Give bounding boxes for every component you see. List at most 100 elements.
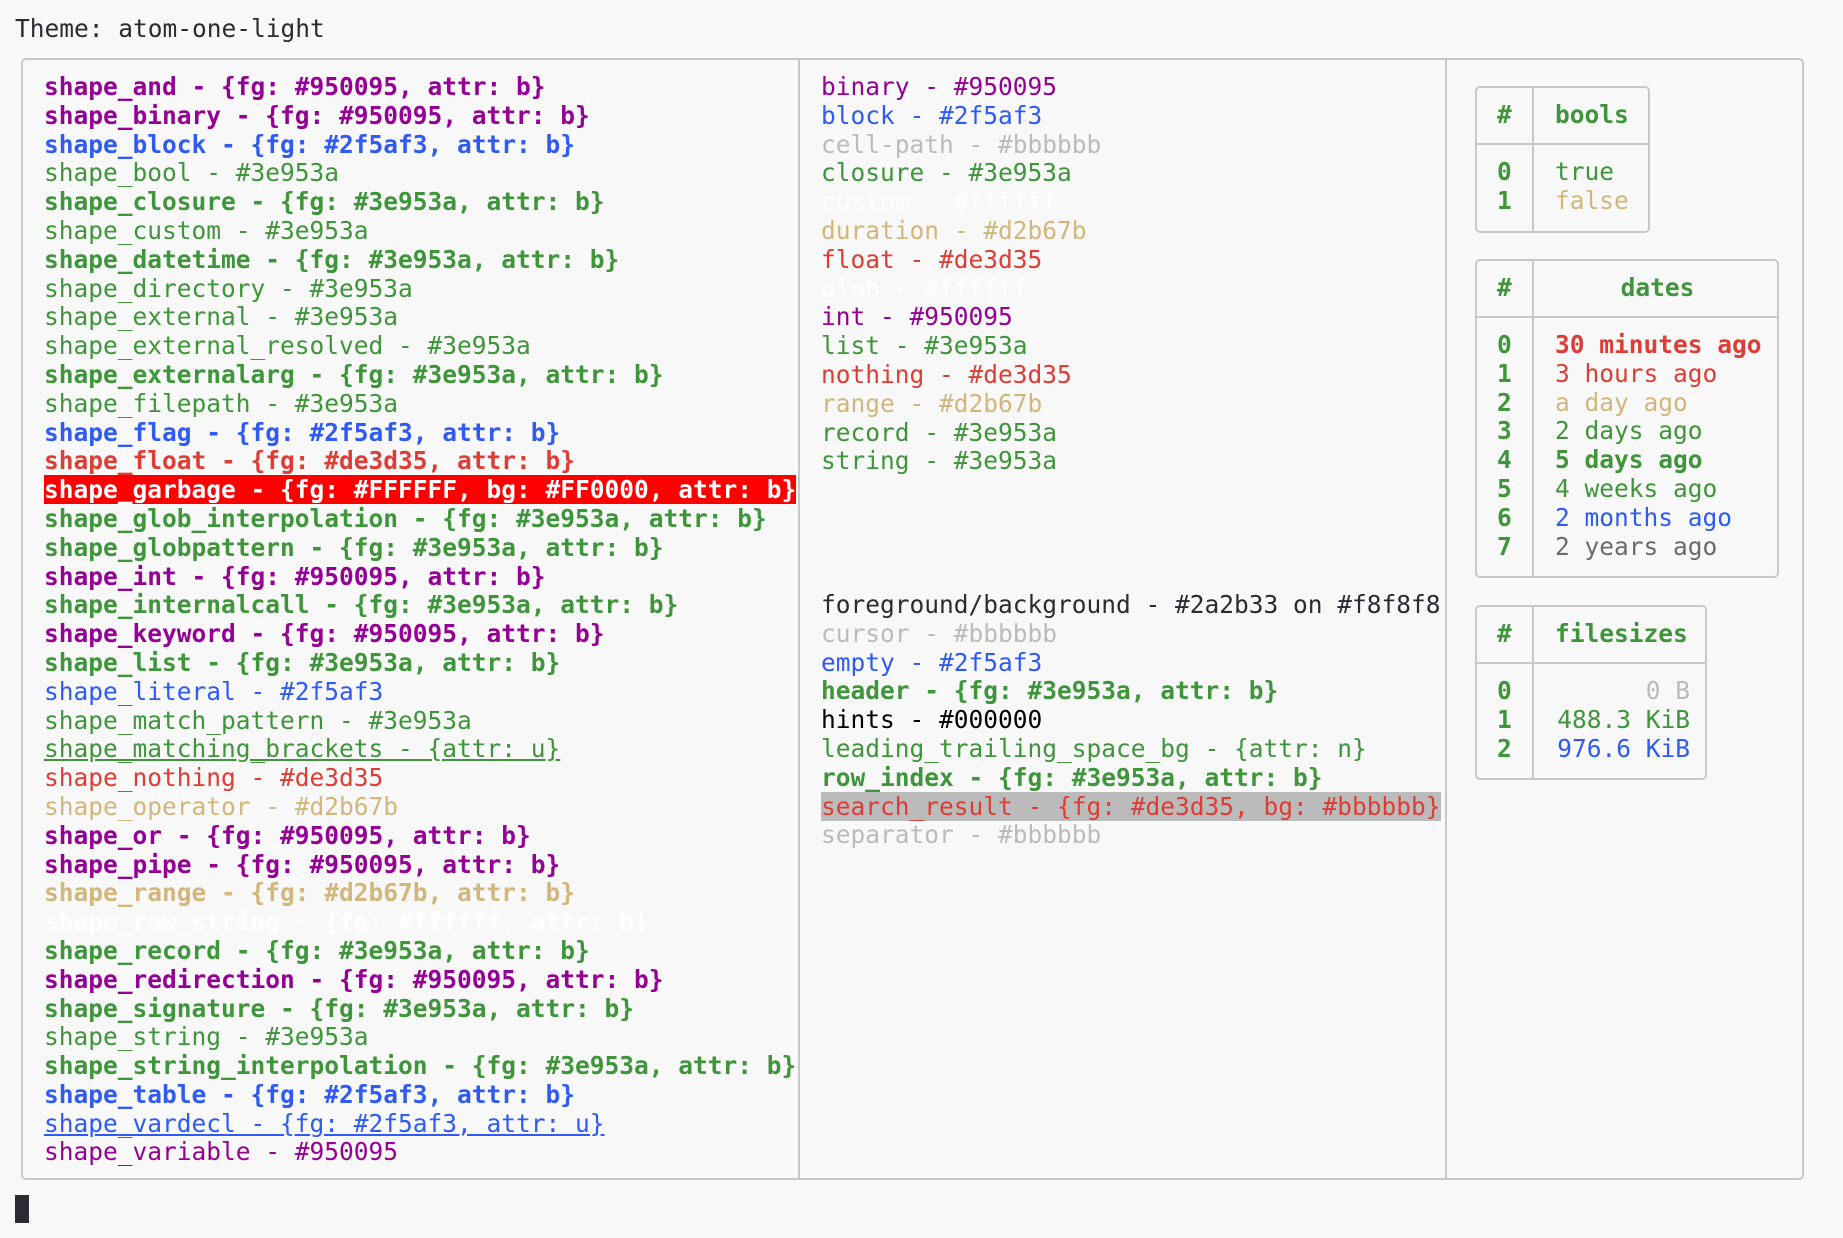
dates-row-index: 0 <box>1497 330 1512 359</box>
filesizes-index-header: # <box>1497 619 1512 648</box>
shape-style-line: shape_float - {fg: #de3d35, attr: b} <box>44 446 796 476</box>
shape-style-line-text: shape_external - #3e953a <box>44 302 399 332</box>
shape-style-line: shape_operator - #d2b67b <box>44 792 796 822</box>
type-color-line-text: nothing - #de3d35 <box>821 359 1072 389</box>
shape-style-line-text: shape_externalarg - {fg: #3e953a, attr: … <box>44 359 664 389</box>
shape-style-line-text: shape_glob_interpolation - {fg: #3e953a,… <box>44 503 767 533</box>
shape-style-line: shape_raw_string - {fg: #ffffff, attr: b… <box>44 907 796 937</box>
dates-row-value: a day ago <box>1555 387 1688 417</box>
table-header-divider <box>1477 662 1705 664</box>
shape-style-line-text: shape_match_pattern - #3e953a <box>44 705 472 735</box>
dates-row-index: 6 <box>1497 502 1512 532</box>
shape-style-line: shape_filepath - #3e953a <box>44 388 796 419</box>
filesizes-value-header: filesizes <box>1555 619 1688 648</box>
shape-style-line: shape_redirection - {fg: #950095, attr: … <box>44 964 796 995</box>
dates-row-index: 1 <box>1497 358 1512 388</box>
shape-styles-list: shape_and - {fg: #950095, attr: b}shape_… <box>44 72 797 1167</box>
ui-color-line: separator - #bbbbbb <box>821 820 1441 850</box>
shape-style-line-text: shape_datetime - {fg: #3e953a, attr: b} <box>44 244 620 274</box>
dates-row-value: 3 hours ago <box>1555 358 1718 388</box>
dates-row-value: 2 months ago <box>1555 502 1733 532</box>
type-color-line-text: cell-path - #bbbbbb <box>821 129 1102 159</box>
bools-row-value: false <box>1555 185 1629 215</box>
dates-row-index: 5 <box>1497 474 1512 503</box>
shape-style-line-text: shape_literal - #2f5af3 <box>44 676 384 706</box>
dates-row-value: 5 days ago <box>1555 445 1703 475</box>
dates-row-index: 4 <box>1497 445 1512 475</box>
dates-row-value: 4 weeks ago <box>1555 474 1718 503</box>
filesizes-row-index: 0 <box>1497 676 1512 705</box>
ui-color-line: empty - #2f5af3 <box>821 647 1441 678</box>
shape-style-line-text: shape_garbage - {fg: #FFFFFF, bg: #FF000… <box>44 475 797 505</box>
shape-style-line: shape_directory - #3e953a <box>44 273 796 304</box>
shape-style-line-text: shape_range - {fg: #d2b67b, attr: b} <box>44 878 576 908</box>
type-color-line: int - #950095 <box>821 302 1101 332</box>
dates-row-value: 30 minutes ago <box>1555 330 1762 359</box>
dates-row-index: 7 <box>1497 531 1512 561</box>
column-separator-2 <box>1445 58 1447 1180</box>
bools-value-header: bools <box>1555 100 1629 129</box>
shape-style-line-text: shape_table - {fg: #2f5af3, attr: b} <box>44 1079 576 1109</box>
type-color-line: list - #3e953a <box>821 331 1101 361</box>
shape-style-line-text: shape_int - {fg: #950095, attr: b} <box>44 561 546 591</box>
shape-style-line-text: shape_filepath - #3e953a <box>44 388 399 418</box>
shape-style-line: shape_or - {fg: #950095, attr: b} <box>44 821 796 851</box>
shape-style-line: shape_closure - {fg: #3e953a, attr: b} <box>44 187 796 217</box>
shape-style-line: shape_string_interpolation - {fg: #3e953… <box>44 1051 796 1081</box>
ui-color-line-text: search_result - {fg: #de3d35, bg: #bbbbb… <box>821 791 1441 821</box>
shape-style-line-text: shape_block - {fg: #2f5af3, attr: b} <box>44 129 576 159</box>
ui-color-line: cursor - #bbbbbb <box>821 619 1441 649</box>
shape-style-line: shape_glob_interpolation - {fg: #3e953a,… <box>44 503 796 534</box>
terminal-cursor <box>15 1195 29 1223</box>
type-color-line: custom - #ffffff <box>821 187 1101 217</box>
type-color-line-text: closure - #3e953a <box>821 158 1072 188</box>
type-color-line: cell-path - #bbbbbb <box>821 129 1102 160</box>
type-color-line-text: float - #de3d35 <box>821 244 1043 274</box>
table-column-divider <box>1532 261 1534 576</box>
shape-style-line-text: shape_keyword - {fg: #950095, attr: b} <box>44 619 605 649</box>
bools-row-index: 0 <box>1497 157 1512 186</box>
shape-style-line-text: shape_internalcall - {fg: #3e953a, attr:… <box>44 590 679 620</box>
shape-style-line: shape_garbage - {fg: #FFFFFF, bg: #FF000… <box>44 475 797 505</box>
table-column-divider <box>1532 88 1534 231</box>
ui-color-line: row_index - {fg: #3e953a, attr: b} <box>821 763 1441 793</box>
ui-color-line: hints - #000000 <box>821 705 1441 735</box>
type-color-line-text: block - #2f5af3 <box>821 100 1043 130</box>
shape-style-line-text: shape_raw_string - {fg: #ffffff, attr: b… <box>44 907 649 937</box>
shape-style-line-text: shape_directory - #3e953a <box>44 273 413 303</box>
shape-style-line-text: shape_matching_brackets - {attr: u} <box>44 734 561 764</box>
type-color-line-text: record - #3e953a <box>821 417 1058 447</box>
ui-color-line-text: hints - #000000 <box>821 705 1043 735</box>
shape-style-line: shape_string - #3e953a <box>44 1022 796 1052</box>
type-color-line: glob - #ffffff <box>821 274 1101 304</box>
shape-style-line-text: shape_pipe - {fg: #950095, attr: b} <box>44 849 561 879</box>
filesizes-row-index: 1 <box>1497 704 1512 734</box>
ui-color-line-text: header - {fg: #3e953a, attr: b} <box>821 676 1279 706</box>
table-header-divider <box>1477 316 1777 318</box>
filesizes-row-value: 0 B <box>1645 676 1690 705</box>
shape-style-line: shape_flag - {fg: #2f5af3, attr: b} <box>44 418 796 448</box>
ui-color-line: search_result - {fg: #de3d35, bg: #bbbbb… <box>821 791 1441 822</box>
theme-title: Theme: atom-one-light <box>15 14 325 43</box>
shape-style-line: shape_bool - #3e953a <box>44 158 796 188</box>
shape-style-line: shape_binary - {fg: #950095, attr: b} <box>44 101 796 131</box>
theme-preview-frame <box>21 58 1804 1180</box>
shape-style-line-text: shape_external_resolved - #3e953a <box>44 331 531 361</box>
type-color-line-text: binary - #950095 <box>821 72 1058 101</box>
shape-style-line-text: shape_record - {fg: #3e953a, attr: b} <box>44 935 590 965</box>
shape-style-line: shape_vardecl - {fg: #2f5af3, attr: u} <box>44 1109 796 1139</box>
ui-color-line-text: empty - #2f5af3 <box>821 647 1043 677</box>
shape-style-line: shape_external_resolved - #3e953a <box>44 331 796 361</box>
shape-style-line-text: shape_redirection - {fg: #950095, attr: … <box>44 964 664 994</box>
shape-style-line-text: shape_list - {fg: #3e953a, attr: b} <box>44 647 561 677</box>
table-column-divider <box>1532 607 1534 778</box>
ui-color-line-text: foreground/background - #2a2b33 on #f8f8… <box>821 590 1441 619</box>
type-color-line-text: string - #3e953a <box>821 446 1058 476</box>
shape-style-line: shape_keyword - {fg: #950095, attr: b} <box>44 619 796 649</box>
shape-style-line: shape_table - {fg: #2f5af3, attr: b} <box>44 1079 796 1110</box>
shape-style-line: shape_list - {fg: #3e953a, attr: b} <box>44 647 796 678</box>
shape-style-line: shape_match_pattern - #3e953a <box>44 705 796 736</box>
